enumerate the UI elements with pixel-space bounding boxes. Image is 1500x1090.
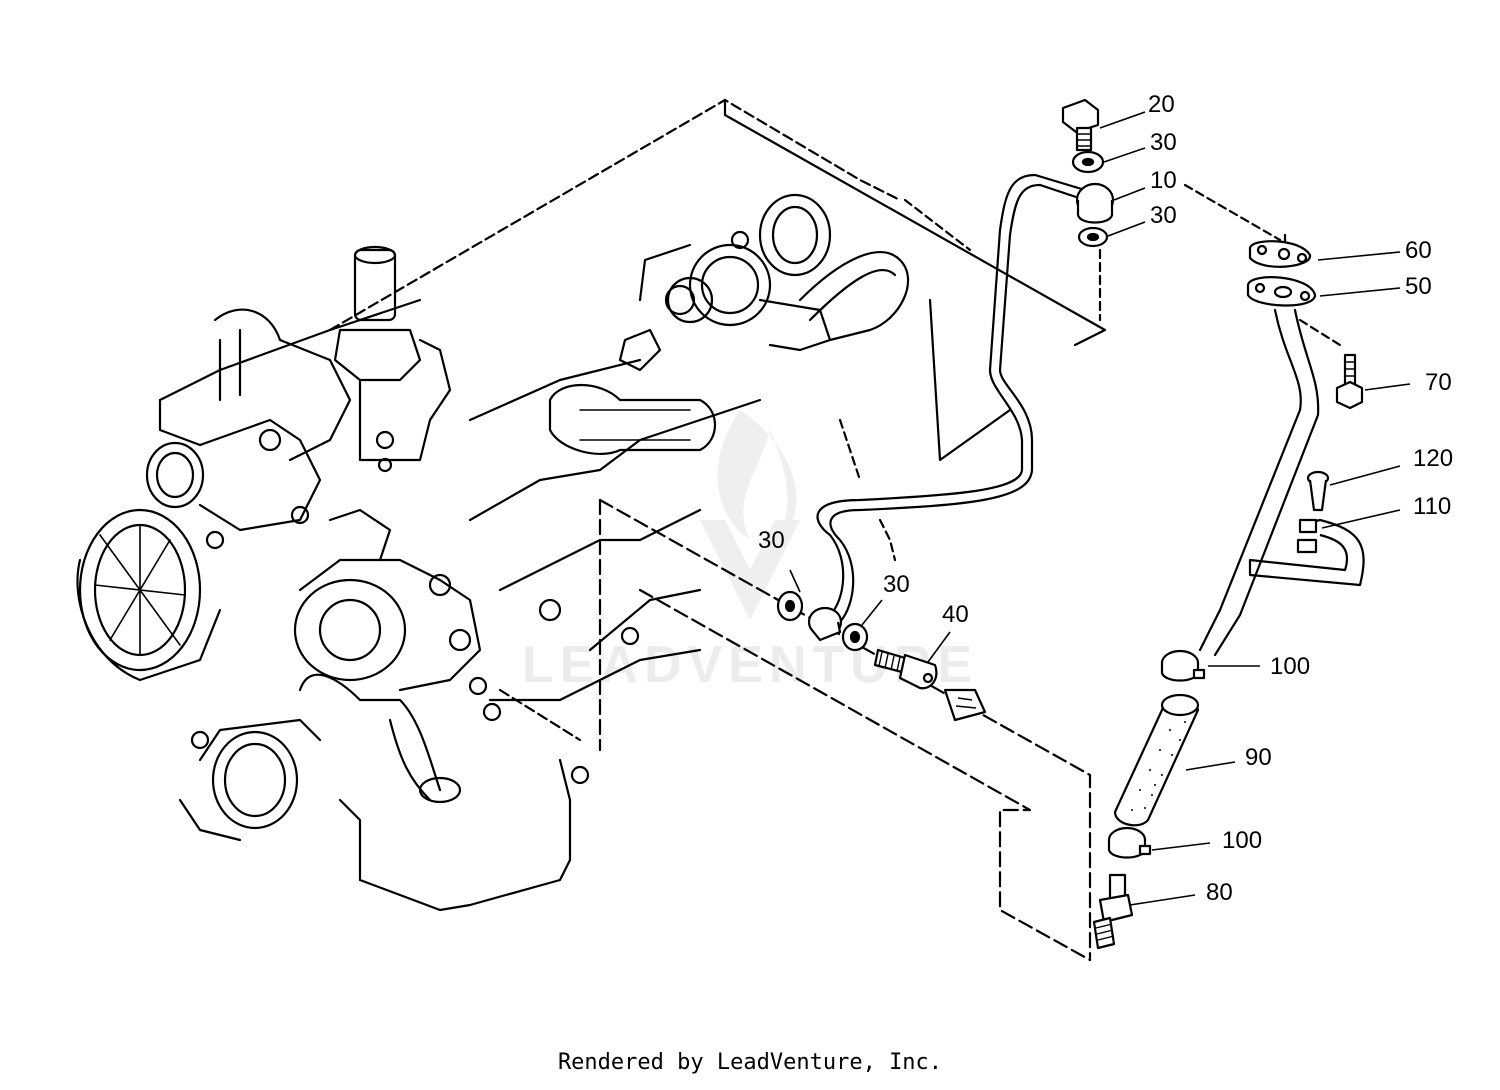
- engine-block: [76, 98, 1342, 962]
- oil-return-pipe: [1198, 308, 1320, 657]
- leader-lines: [789, 111, 1411, 906]
- oil-feed-pipe: [816, 173, 1087, 624]
- part-40-banjo-bolt: [873, 648, 938, 690]
- callout-30-c: 30: [758, 527, 785, 554]
- callout-30-b: 30: [1150, 202, 1177, 229]
- callout-90: 90: [1245, 744, 1272, 771]
- part-120-bolt: [1306, 470, 1330, 512]
- callout-100-a: 100: [1270, 653, 1310, 680]
- footer-credit: Rendered by LeadVenture, Inc.: [557, 1050, 943, 1075]
- part-90-hose: [1113, 693, 1200, 827]
- part-100-hose-clamp-top: [1160, 649, 1206, 682]
- callout-40: 40: [942, 601, 969, 628]
- callout-10: 10: [1150, 167, 1177, 194]
- callout-20: 20: [1148, 91, 1175, 118]
- callout-50: 50: [1405, 273, 1432, 300]
- watermark-logo: [700, 410, 800, 620]
- part-60-gasket: [1248, 240, 1312, 268]
- callout-70: 70: [1425, 369, 1452, 396]
- callout-80: 80: [1206, 879, 1233, 906]
- part-70-bolt: [1335, 353, 1364, 410]
- part-banjo-lower: [807, 606, 843, 642]
- part-100-hose-clamp-bottom: [1107, 826, 1152, 859]
- part-50-flange: [1246, 276, 1317, 307]
- callout-30-d: 30: [883, 571, 910, 598]
- part-110-clamp: [1248, 518, 1365, 587]
- callout-labels: 20 30 10 30 60 50 70 120 110 30 30 40 10…: [758, 91, 1453, 906]
- callout-110: 110: [1413, 493, 1451, 520]
- part-80-fitting: [1092, 873, 1134, 950]
- callout-100-b: 100: [1222, 827, 1262, 854]
- callout-120: 120: [1413, 445, 1453, 472]
- callout-30-a: 30: [1150, 129, 1177, 156]
- part-10-banjo-fitting: [1075, 182, 1115, 224]
- part-pressure-sensor: [943, 688, 987, 722]
- parts: [776, 98, 1365, 950]
- part-20-bolt: [1061, 98, 1100, 152]
- callout-60: 60: [1405, 237, 1432, 264]
